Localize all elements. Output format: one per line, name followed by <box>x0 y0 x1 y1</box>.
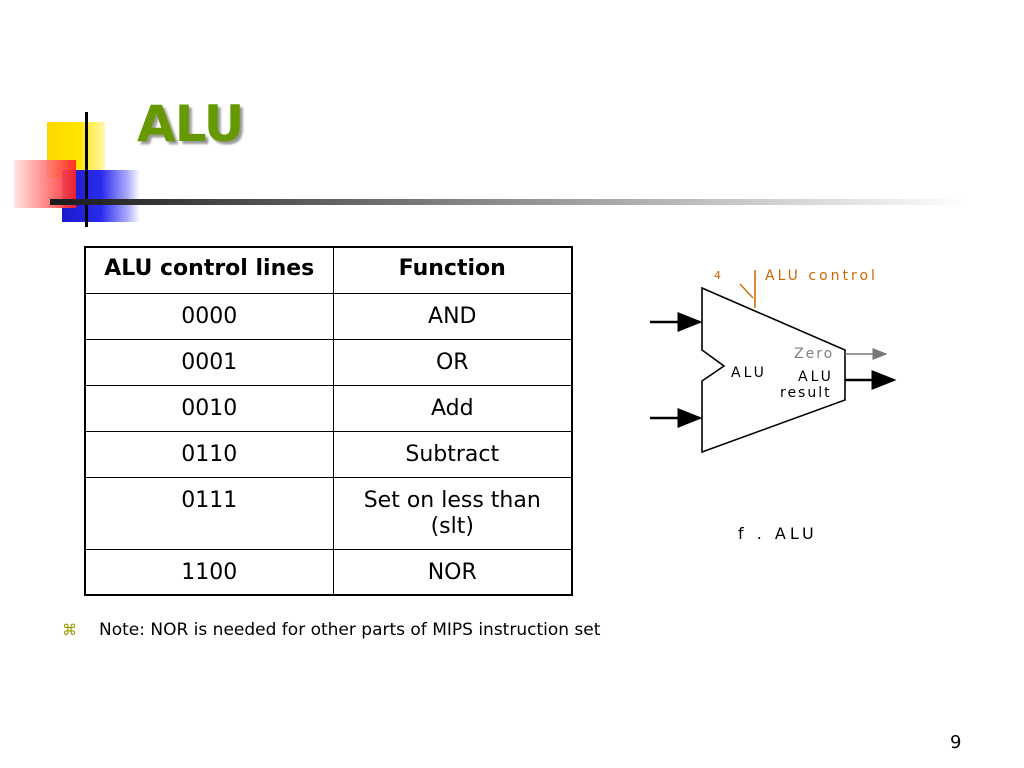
column-header-control-lines: ALU control lines <box>84 246 334 294</box>
control-bus-slash <box>739 283 754 299</box>
function-cell: AND <box>332 292 573 340</box>
zero-label: Zero <box>794 346 834 362</box>
table-row: 1100 NOR <box>84 548 573 596</box>
function-cell: Subtract <box>332 430 573 478</box>
alu-block-diagram: 4 ALU control ALU Zero ALU result <box>650 268 897 454</box>
table-row: 0111 Set on less than (slt) <box>84 476 573 550</box>
control-lines-cell: 0010 <box>84 384 334 432</box>
table-row: 0010 Add <box>84 384 573 432</box>
control-width-label: 4 <box>714 269 721 282</box>
alu-result-label-line1: ALU <box>798 369 834 385</box>
alu-block-label: ALU <box>731 365 767 381</box>
page-title: ALU <box>137 95 244 153</box>
command-key-bullet-icon: ⌘ <box>62 621 77 639</box>
table-row: 0110 Subtract <box>84 430 573 478</box>
table-header-row: ALU control lines Function <box>84 246 573 294</box>
title-underline-rule <box>50 199 970 205</box>
control-lines-cell: 0110 <box>84 430 334 478</box>
control-lines-cell: 0001 <box>84 338 334 386</box>
alu-control-table: ALU control lines Function 0000 AND 0001… <box>84 246 573 596</box>
control-lines-cell: 1100 <box>84 548 334 596</box>
column-header-function: Function <box>332 246 573 294</box>
note-text: Note: NOR is needed for other parts of M… <box>99 620 601 640</box>
control-lines-cell: 0111 <box>84 476 334 550</box>
decor-vertical-line <box>85 112 88 227</box>
table-row: 0000 AND <box>84 292 573 340</box>
alu-result-label-line2: result <box>780 385 832 401</box>
function-cell: Set on less than (slt) <box>332 476 573 550</box>
page-number: 9 <box>950 732 962 753</box>
function-cell: NOR <box>332 548 573 596</box>
diagram-caption: f . ALU <box>738 524 818 543</box>
note-bullet-item: ⌘ Note: NOR is needed for other parts of… <box>62 620 600 640</box>
alu-control-label: ALU control <box>765 268 878 284</box>
table-row: 0001 OR <box>84 338 573 386</box>
function-cell: OR <box>332 338 573 386</box>
function-cell: Add <box>332 384 573 432</box>
control-lines-cell: 0000 <box>84 292 334 340</box>
